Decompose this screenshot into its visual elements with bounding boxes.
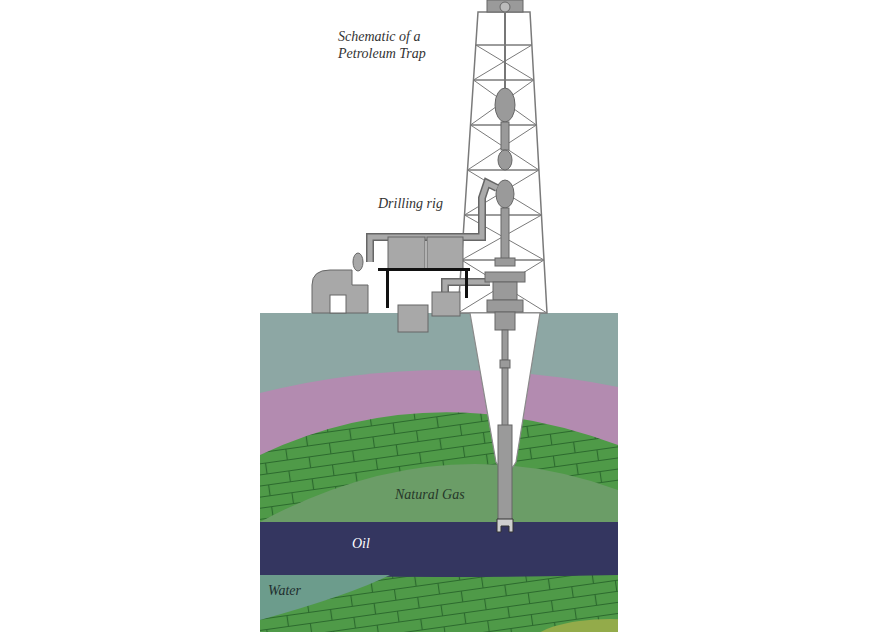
blowout-preventer-part — [493, 282, 517, 300]
derrick-part — [458, 45, 544, 313]
band-label: Oil — [352, 535, 370, 552]
drill-string — [497, 330, 513, 532]
oil-band-shape — [260, 522, 618, 577]
derrick-part — [501, 208, 509, 260]
surface-equipment-part — [353, 253, 363, 271]
band-label: Water — [268, 582, 301, 599]
blowout-preventer-part — [485, 272, 525, 282]
oil-band-fill — [260, 522, 618, 577]
gas-band-shape — [260, 425, 618, 522]
surface-equipment — [312, 237, 470, 332]
title-block: Schematic of a Petroleum Trap — [338, 28, 450, 62]
drill-string-part — [497, 519, 513, 532]
part-label: Drilling rig — [378, 195, 443, 212]
derrick-part — [504, 12, 506, 90]
blowout-preventer-part — [495, 312, 515, 330]
surface-equipment-part — [330, 295, 346, 313]
derrick-part — [487, 0, 523, 12]
water-band-shape — [260, 575, 392, 623]
blowout-preventer — [485, 272, 525, 330]
mud-pipes — [370, 183, 497, 293]
deep-layer — [530, 619, 618, 632]
derrick-part — [495, 258, 515, 266]
brick-layer — [260, 412, 618, 632]
surface-equipment-part — [388, 237, 425, 270]
gas-band-fill — [260, 464, 618, 522]
band-label: Natural Gas — [395, 486, 465, 503]
pink-layer — [260, 370, 618, 632]
diagram-title: Schematic of a Petroleum Trap — [338, 28, 450, 62]
surface-equipment-part — [398, 305, 428, 332]
drill-string-part — [502, 368, 508, 426]
surface-equipment-part — [386, 268, 389, 308]
rock-layers — [260, 313, 618, 632]
derrick-part — [458, 12, 547, 313]
oil-band: Oil — [260, 522, 618, 577]
water-band-fill — [260, 575, 390, 620]
surface-equipment-part — [432, 292, 460, 316]
derrick-part — [496, 180, 514, 208]
surface-layer — [260, 313, 618, 632]
gas-band: Natural Gas — [260, 425, 618, 522]
drill-string-part — [498, 425, 512, 520]
surface-equipment-part — [312, 270, 368, 313]
part-label-text: Drilling rig — [378, 195, 443, 212]
derrick-part — [498, 150, 512, 170]
derrick — [458, 0, 547, 313]
derrick-part — [501, 122, 509, 150]
surface-equipment-part — [465, 268, 468, 298]
drill-string-part — [500, 360, 510, 368]
surface-equipment-part — [378, 268, 470, 271]
water-band: Water — [260, 575, 392, 623]
blowout-preventer-part — [487, 300, 523, 312]
derrick-part — [495, 88, 515, 122]
derrick-part — [500, 2, 510, 12]
drill-string-part — [502, 330, 508, 360]
surface-equipment-part — [427, 237, 463, 270]
